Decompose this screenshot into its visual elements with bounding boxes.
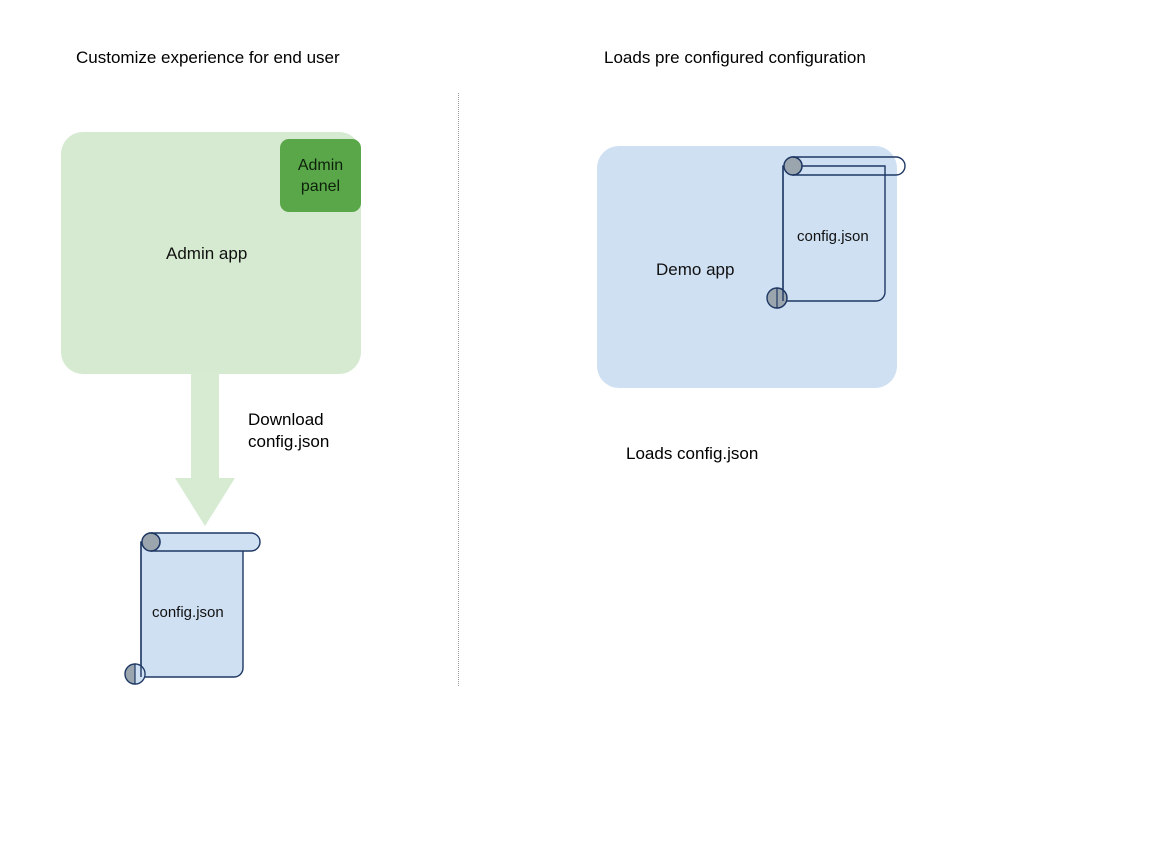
scroll-document-label-right: config.json xyxy=(797,228,869,245)
loads-config-caption: Loads config.json xyxy=(626,444,759,463)
vertical-dotted-divider xyxy=(458,93,459,686)
demo-app-label: Demo app xyxy=(656,260,735,279)
admin-panel-label: Admin panel xyxy=(298,155,343,197)
admin-panel-box[interactable]: Admin panel xyxy=(280,139,361,212)
scroll-document-icon-right xyxy=(762,150,912,310)
demo-app-container xyxy=(597,146,897,388)
download-config-label-line2: config.json xyxy=(248,432,330,451)
left-section-title: Customize experience for end user xyxy=(76,48,340,67)
right-section-title: Loads pre configured configuration xyxy=(604,48,866,67)
download-config-label-line1: Download xyxy=(248,410,324,429)
admin-app-label: Admin app xyxy=(166,244,248,263)
scroll-document-icon-left xyxy=(120,526,270,696)
admin-panel-label-line1: Admin xyxy=(297,156,344,174)
scroll-document-label-left: config.json xyxy=(152,604,224,621)
arrow-down-icon xyxy=(175,372,237,528)
download-config-label: Download config.json xyxy=(248,409,329,453)
admin-panel-label-line2: panel xyxy=(300,177,341,195)
